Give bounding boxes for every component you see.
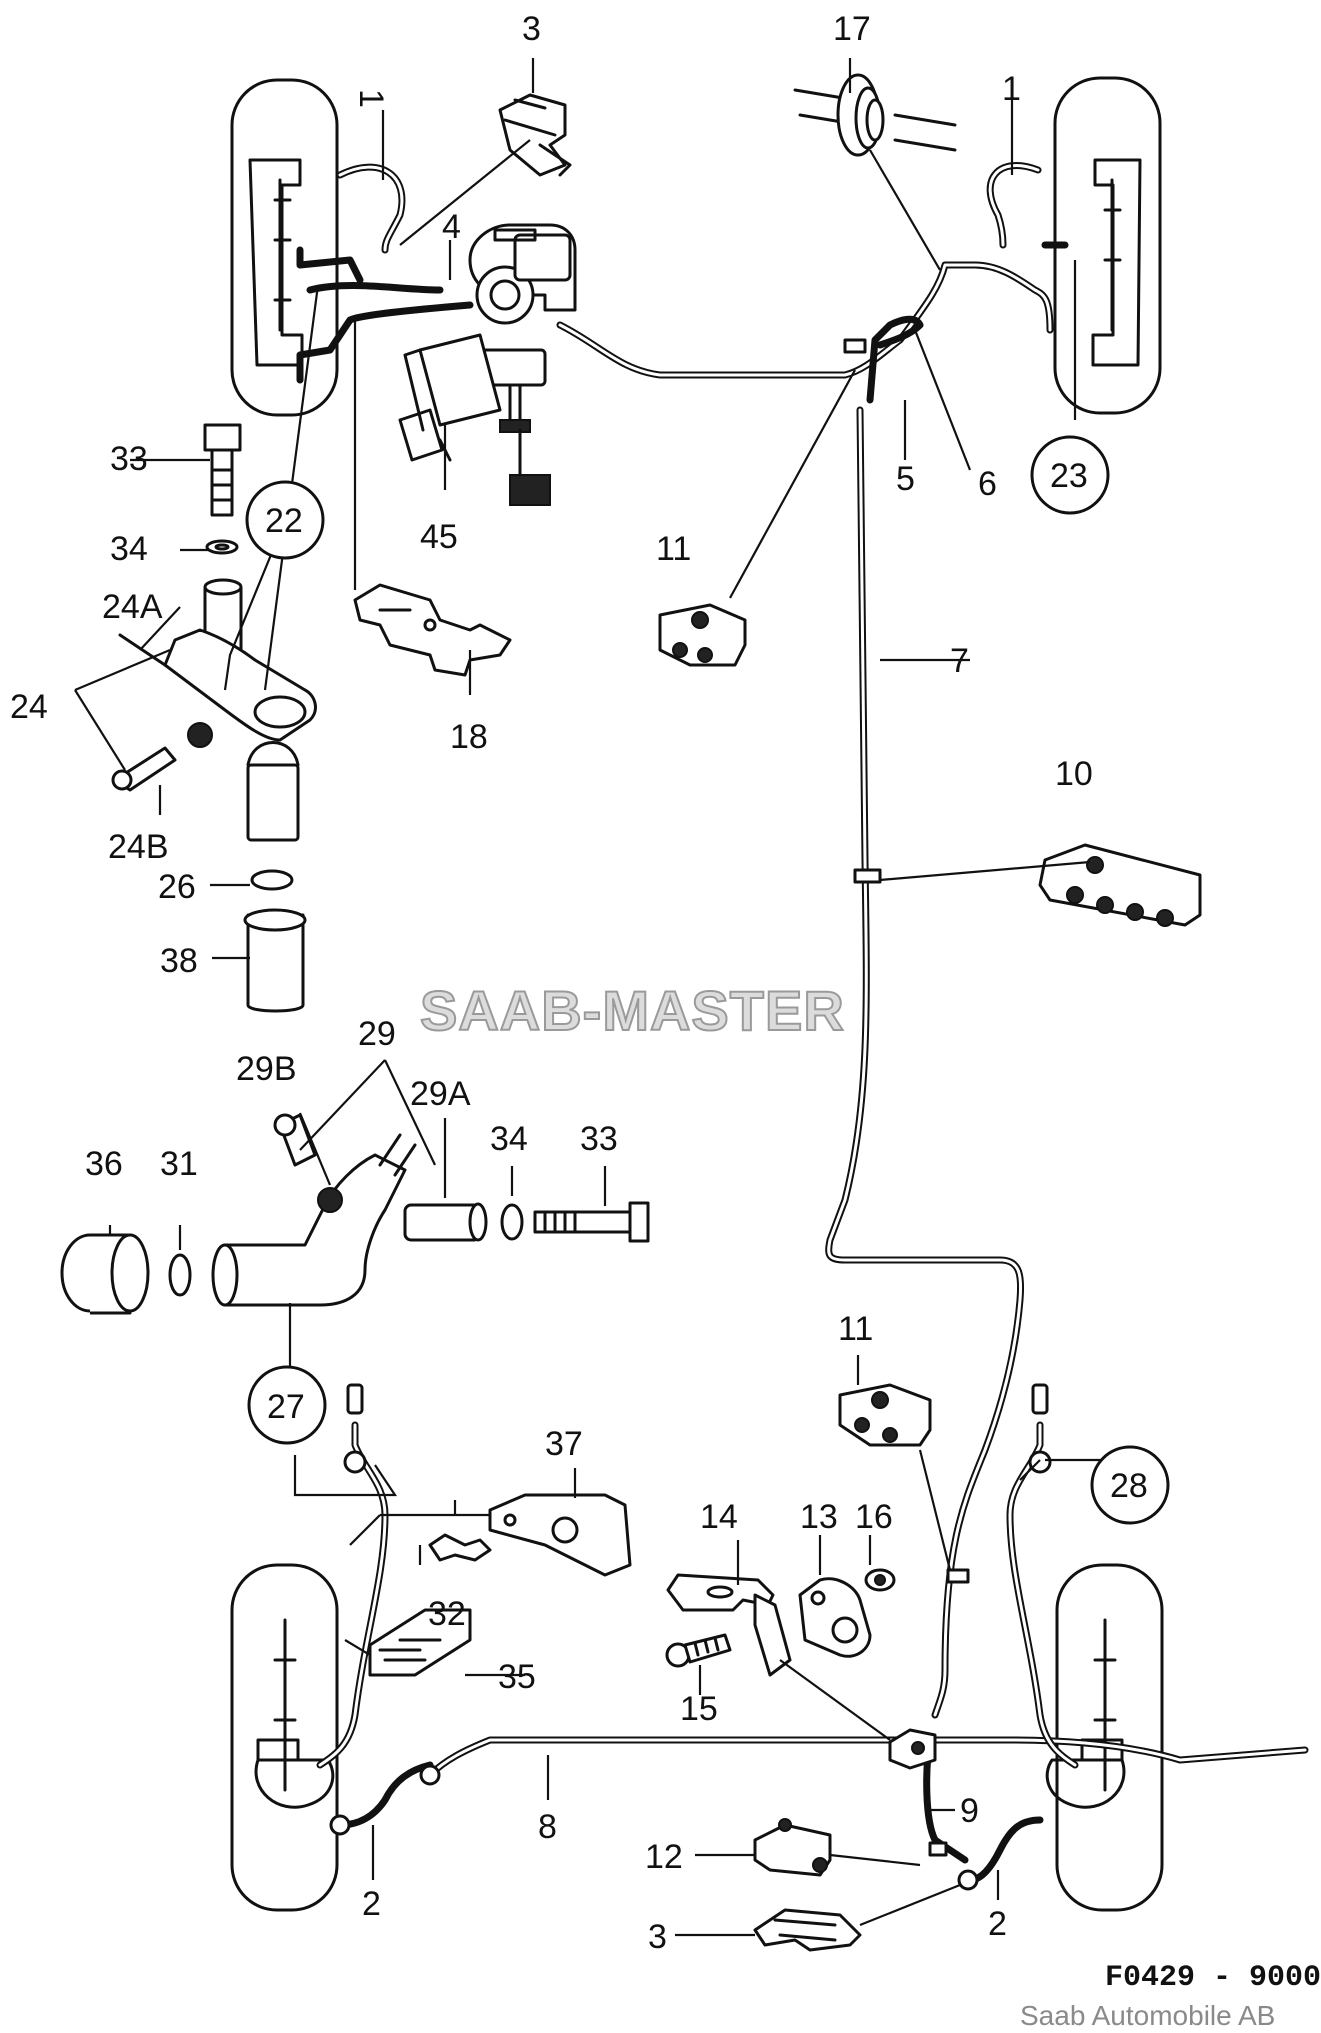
callout-4: 4	[442, 208, 461, 246]
callout-17: 17	[833, 10, 871, 48]
pipe-clamp-11-bottom	[838, 1383, 932, 1447]
callout-28: 28	[1110, 1467, 1148, 1505]
callout-23: 23	[1050, 457, 1088, 495]
callout-16: 16	[855, 1498, 893, 1536]
callout-1-left: 1	[352, 89, 390, 108]
callout-27: 27	[267, 1388, 305, 1426]
callout-3-bottom: 3	[648, 1918, 667, 1956]
callout-10: 10	[1055, 755, 1093, 793]
bolt-15	[665, 1633, 732, 1668]
callout-11-bottom: 11	[838, 1310, 873, 1348]
fitting-32	[428, 1533, 492, 1562]
callout-34-top: 34	[110, 530, 148, 568]
callout-18: 18	[450, 718, 488, 756]
callout-9: 9	[960, 1792, 979, 1830]
bracket-18	[353, 583, 512, 677]
callout-6: 6	[978, 465, 997, 503]
front-brake-cylinder-assembly	[111, 423, 317, 1013]
watermark: SAAB-MASTER	[420, 979, 845, 1042]
callout-22: 22	[265, 502, 303, 540]
connector-junction-9	[888, 1728, 937, 1770]
callout-26: 26	[158, 868, 196, 906]
callout-8: 8	[538, 1808, 557, 1846]
callout-34-bottom: 34	[490, 1120, 528, 1158]
master-cylinder-assembly	[468, 223, 577, 506]
leader-lines	[74, 58, 1105, 1937]
pipe-clamp-11-top	[658, 603, 747, 667]
callout-13: 13	[800, 1498, 838, 1536]
callout-5: 5	[896, 460, 915, 498]
bracket-14	[666, 1573, 792, 1677]
callout-12: 12	[645, 1838, 683, 1876]
callout-24A: 24A	[102, 588, 163, 626]
bracket-37	[488, 1493, 632, 1577]
callout-37: 37	[545, 1425, 583, 1463]
callout-24B: 24B	[108, 828, 169, 866]
grommet-17	[793, 73, 957, 157]
front-left-wheel	[230, 78, 339, 417]
front-right-wheel	[1053, 76, 1162, 415]
callout-14: 14	[700, 1498, 738, 1536]
callout-24: 24	[10, 688, 48, 726]
pressure-regulator-valve	[398, 333, 502, 462]
callout-29: 29	[358, 1015, 396, 1053]
drawing-code: F0429 - 9000	[1105, 1961, 1321, 1995]
nut-16	[864, 1568, 896, 1592]
callout-2-left: 2	[362, 1885, 381, 1923]
callout-45: 45	[420, 518, 458, 556]
callout-circles	[245, 435, 1170, 1525]
callout-11-top: 11	[656, 530, 691, 568]
callout-15: 15	[680, 1690, 718, 1728]
callout-35: 35	[498, 1658, 536, 1696]
callout-29A: 29A	[410, 1075, 471, 1113]
callout-33-bottom: 33	[580, 1120, 618, 1158]
rear-right-wheel	[1045, 1563, 1164, 1912]
copyright-notice: Saab Automobile AB	[1020, 2000, 1275, 2031]
callout-38: 38	[160, 942, 198, 980]
callout-32: 32	[428, 1595, 466, 1633]
callout-7: 7	[950, 642, 969, 680]
callout-2-right: 2	[988, 1905, 1007, 1943]
union-13	[798, 1577, 872, 1658]
pipe-clamp-10	[1038, 843, 1202, 927]
brake-pad-35	[368, 1608, 472, 1677]
rear-left-wheel	[230, 1563, 339, 1912]
callout-33-top: 33	[110, 440, 148, 478]
callout-36: 36	[85, 1145, 123, 1183]
callout-31: 31	[160, 1145, 198, 1183]
pipe-clamp-12	[753, 1818, 832, 1877]
callout-3-top: 3	[522, 10, 541, 48]
clip-3-top	[498, 93, 572, 177]
rear-brake-cylinder-assembly	[60, 1113, 650, 1315]
callout-labels: 3 1 17 1 4 33 22 23 5 6 45 34 11 24A 7 2…	[10, 10, 1148, 1956]
callout-29B: 29B	[236, 1050, 297, 1088]
clip-3-bottom	[753, 1908, 862, 1952]
callout-1-right: 1	[1002, 70, 1021, 108]
